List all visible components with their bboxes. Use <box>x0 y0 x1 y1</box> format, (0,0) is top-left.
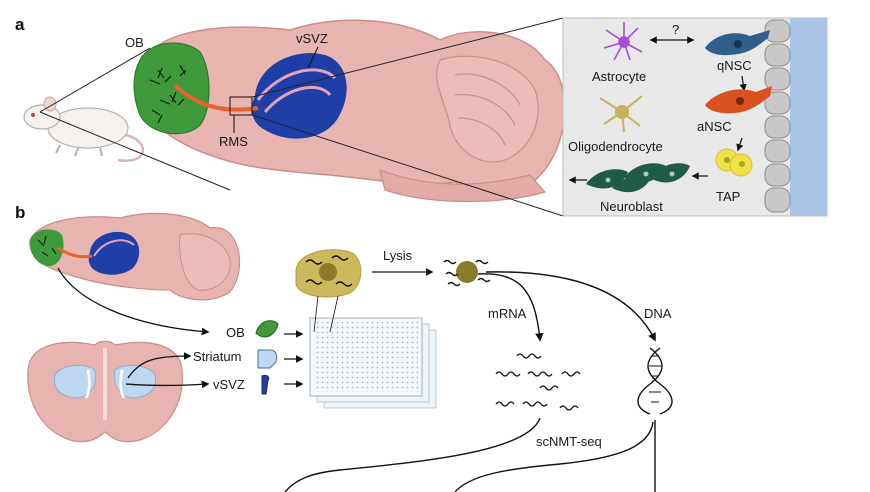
step-dna: DNA <box>644 306 672 321</box>
label-ob: OB <box>125 35 144 50</box>
vsvz-dissection-arrow <box>125 380 210 389</box>
ob-tissue-icon <box>255 320 279 338</box>
sagittal-brain-icon <box>133 19 566 203</box>
striatum-tissue-icon <box>257 349 278 369</box>
step-mrna: mRNA <box>488 306 527 321</box>
step-method: scNMT-seq <box>536 434 602 449</box>
mrna-output-line <box>284 417 541 492</box>
ob-dissection-arrow <box>57 267 210 336</box>
niche-inset: Astrocyte ? qNSC Oligodendrocyte aNSC <box>562 17 828 217</box>
astrocyte-icon <box>603 22 643 61</box>
mrna-arrow <box>477 273 544 342</box>
panel-a-label: a <box>15 15 25 34</box>
striatum-dissection-arrow <box>127 352 192 379</box>
region-ob: OB <box>226 325 245 340</box>
single-cell-icon <box>295 249 362 333</box>
dna-output-line-1 <box>454 421 654 492</box>
label-ansc: aNSC <box>697 119 732 134</box>
label-oligodendrocyte: Oligodendrocyte <box>568 139 663 154</box>
label-astrocyte: Astrocyte <box>592 69 646 84</box>
mrna-transcripts-icon <box>495 353 581 411</box>
mouse-icon <box>23 96 145 162</box>
oligodendrocyte-icon <box>599 95 643 133</box>
label-tap: TAP <box>716 189 740 204</box>
label-neuroblast: Neuroblast <box>600 199 663 214</box>
region-striatum: Striatum <box>193 349 241 364</box>
sagittal-brain-small-icon <box>29 212 241 301</box>
zoom-line <box>251 17 564 98</box>
vsvz-tissue-icon <box>261 375 270 395</box>
label-question: ? <box>672 22 679 37</box>
tap-icon <box>715 148 753 177</box>
label-rms: RMS <box>219 134 248 149</box>
neuroblast-icon <box>586 163 690 193</box>
label-vsvz: vSVZ <box>296 31 328 46</box>
label-qnsc: qNSC <box>717 58 752 73</box>
step-lysis: Lysis <box>383 248 413 263</box>
coronal-brain-icon <box>27 340 183 443</box>
cell-lysate-icon <box>443 259 491 287</box>
region-vsvz: vSVZ <box>213 377 245 392</box>
ansc-icon <box>705 86 772 114</box>
projection-line <box>39 47 151 113</box>
dna-arrow <box>485 271 656 342</box>
panel-b-label: b <box>15 203 25 222</box>
plate-stack-icon <box>309 317 437 409</box>
qnsc-icon <box>705 30 770 56</box>
dna-helix-icon <box>637 347 673 415</box>
zoom-line <box>251 114 564 217</box>
projection-line <box>39 111 231 191</box>
